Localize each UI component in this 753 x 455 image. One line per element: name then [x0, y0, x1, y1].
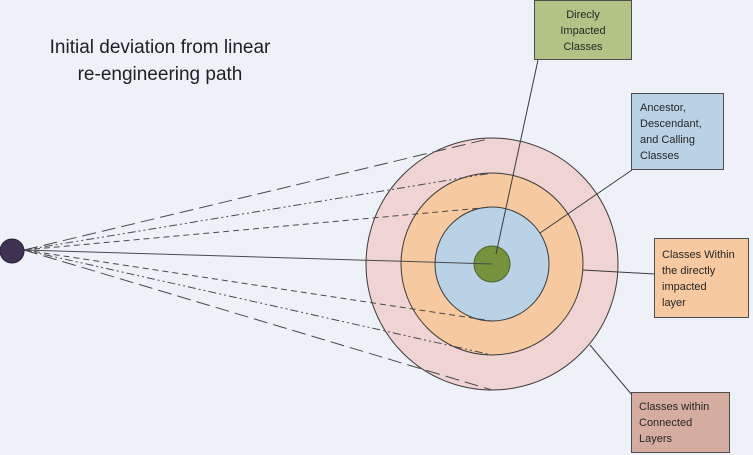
label-text: Classes [563, 41, 603, 53]
deviation-rays [23, 137, 493, 391]
callout-lines [495, 59, 656, 396]
label-text: the directly [662, 265, 716, 277]
ray-core [23, 249, 493, 265]
label-impacted-layer: Classes Within the directly impacted lay… [654, 238, 749, 318]
leader-connected [589, 344, 633, 396]
ray-inner-bottom [23, 249, 493, 322]
label-text: and Calling [640, 134, 696, 146]
label-ancestor-descendant: Ancestor, Descendant, and Calling Classe… [631, 93, 724, 170]
label-text: Classes within [639, 401, 710, 413]
label-connected-layers: Classes within Connected Layers [631, 392, 730, 453]
label-directly-impacted: Direcly Impacted Classes [534, 0, 632, 60]
label-text: Classes [640, 150, 680, 162]
ray-middle-top [23, 172, 493, 251]
label-text: Impacted [560, 25, 606, 37]
diagram-title: Initial deviation from linear re-enginee… [20, 34, 300, 88]
label-text: Classes Within [662, 249, 735, 261]
label-text: Direcly [566, 9, 600, 21]
leader-layer [582, 269, 656, 275]
label-text: Descendant, [640, 118, 702, 130]
label-text: Connected [639, 417, 693, 429]
origin-node [0, 238, 25, 264]
leader-direct [495, 59, 539, 255]
ray-inner-top [23, 206, 493, 251]
ray-outer-bottom [23, 249, 493, 391]
label-text: layer [662, 297, 686, 309]
label-text: Layers [639, 433, 673, 445]
title-line-2: re-engineering path [77, 64, 243, 85]
label-text: impacted [662, 281, 707, 293]
title-line-1: Initial deviation from linear [49, 37, 271, 58]
label-text: Ancestor, [640, 102, 686, 114]
ray-outer-top [23, 137, 493, 251]
leader-ancestor [539, 169, 633, 234]
ray-middle-bottom [23, 249, 493, 356]
